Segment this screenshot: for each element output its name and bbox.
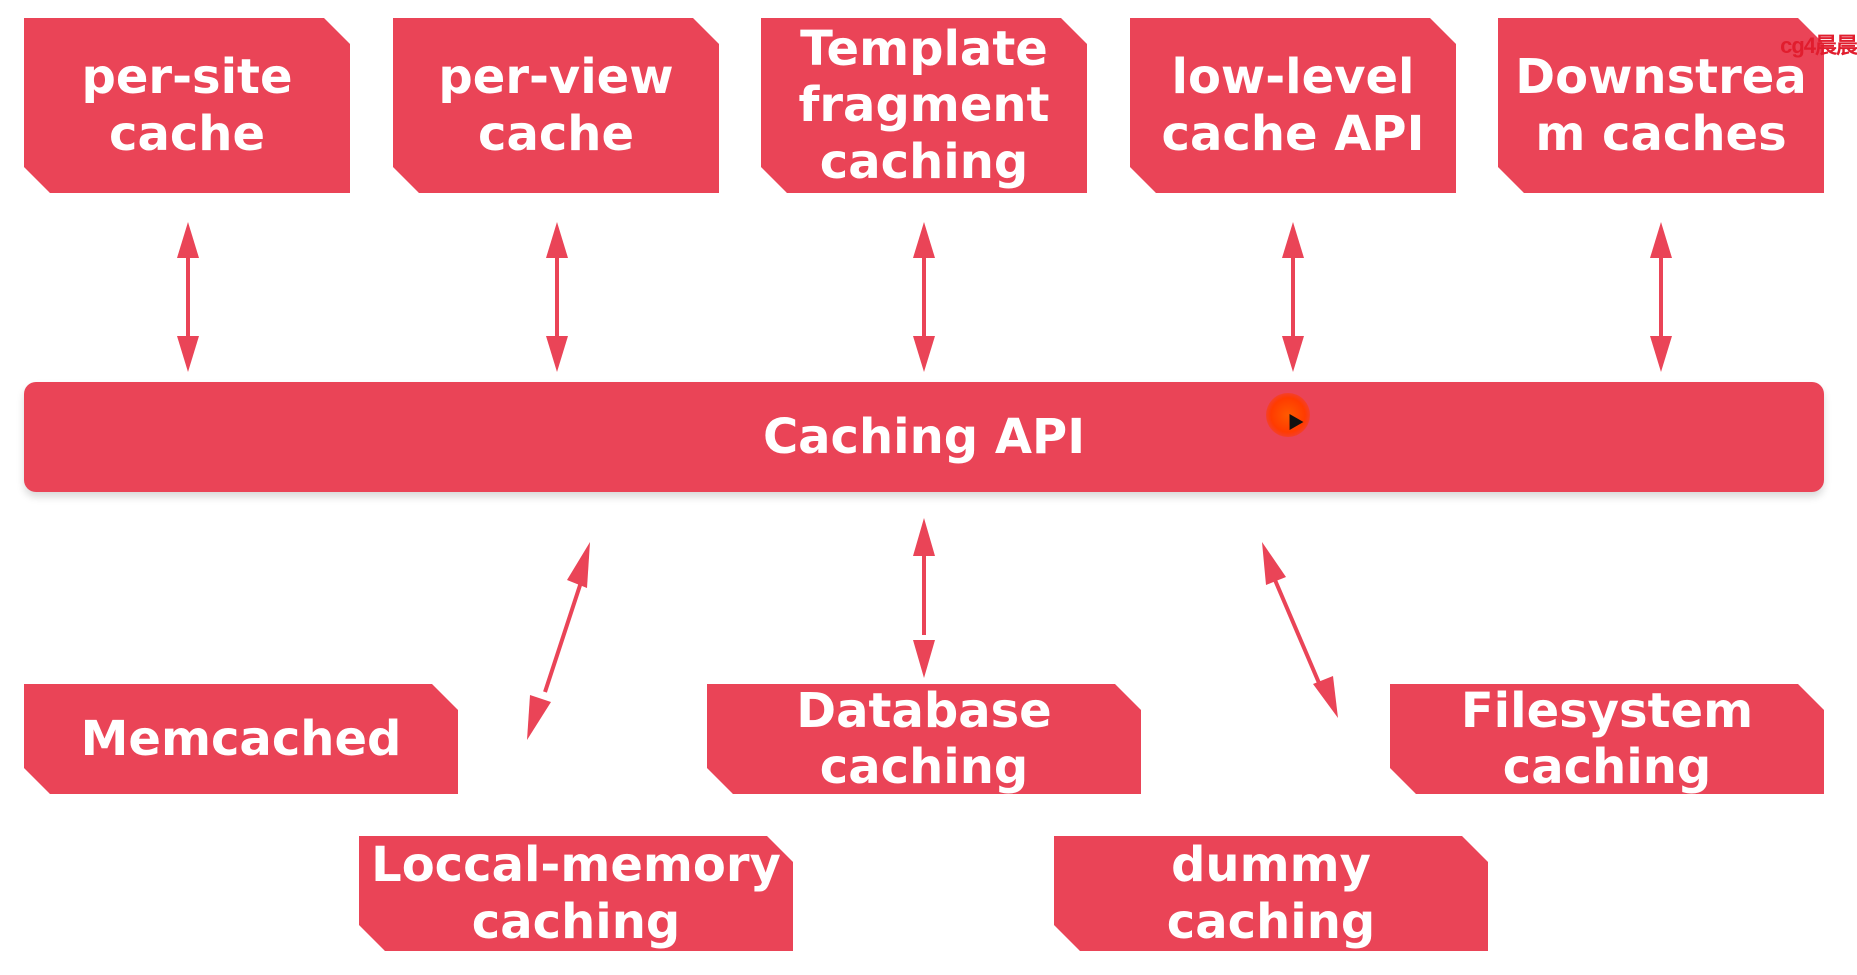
arrow-template-fragment: [913, 222, 935, 372]
arrow-low-level: [1282, 222, 1304, 372]
arrow-dummy: [1262, 542, 1338, 718]
arrow-per-site: [177, 222, 199, 372]
caching-api-bar: Caching API: [24, 382, 1824, 492]
caching-api-label: Caching API: [762, 409, 1086, 465]
watermark-logo: cg4晨晨: [1780, 33, 1857, 58]
memcached-box: Memcached: [24, 684, 458, 794]
arrow-per-view: [546, 222, 568, 372]
box-label: Memcached: [80, 710, 402, 767]
cursor-highlight: [1266, 393, 1310, 437]
arrow-database: [913, 518, 935, 678]
arrow-local-memory: [527, 542, 590, 740]
arrow-downstream: [1650, 222, 1672, 372]
